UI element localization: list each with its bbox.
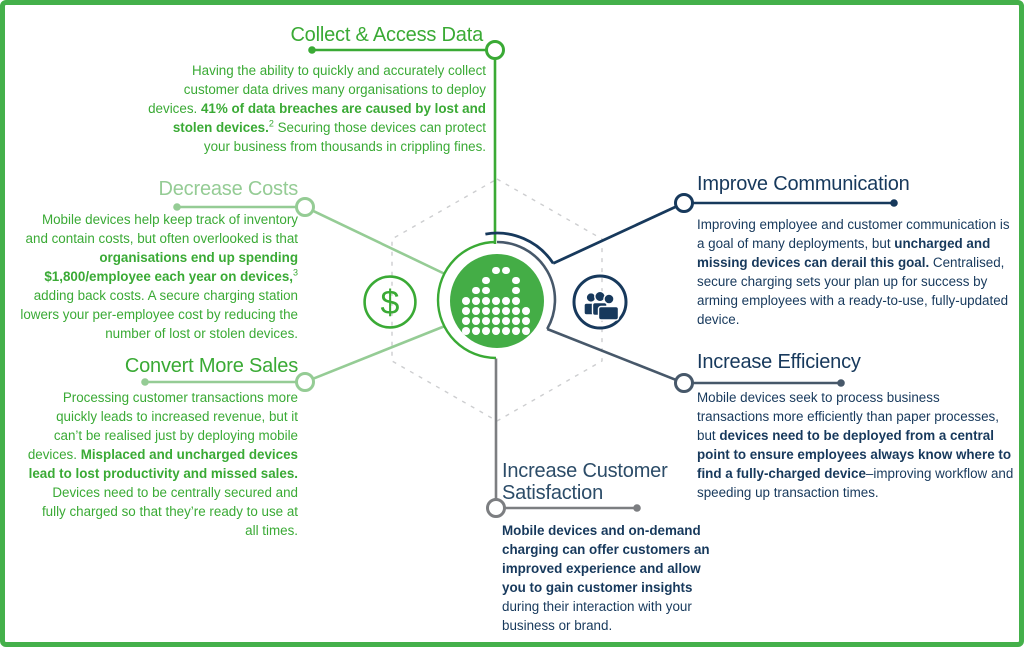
center-ring-green — [436, 240, 497, 360]
collect-end-dot — [308, 46, 316, 54]
dollar-icon: $ — [362, 274, 418, 335]
satisfaction-body: Mobile devices and on-demand charging ca… — [502, 523, 710, 633]
efficiency-diagonal-line — [546, 327, 677, 382]
people-icon — [571, 273, 629, 336]
improve-end-dot — [890, 199, 898, 207]
convert-body: Processing customer transactions more qu… — [27, 390, 298, 538]
improve-title: Improve Communication — [697, 173, 910, 195]
improve-body: Improving employee and customer communic… — [697, 217, 1010, 327]
convert-diagonal-line — [312, 324, 446, 381]
efficiency-end-dot — [837, 379, 845, 387]
decrease-title: Decrease Costs — [158, 178, 299, 200]
decrease-node — [295, 197, 315, 217]
convert-title: Convert More Sales — [124, 355, 298, 377]
improve-arc — [485, 231, 555, 265]
convert-node — [295, 372, 315, 392]
satisfaction-node — [486, 498, 506, 518]
collect-node — [485, 40, 505, 60]
improve-diagonal-line — [552, 205, 677, 265]
efficiency-node — [674, 373, 694, 393]
collect-title: Collect & Access Data — [290, 24, 483, 46]
satisfaction-end-dot — [633, 504, 641, 512]
efficiency-title: Increase Efficiency — [697, 351, 861, 373]
dollar-glyph: $ — [381, 284, 400, 322]
improve-node — [674, 193, 694, 213]
decrease-end-dot — [173, 203, 181, 211]
decrease-body: Mobile devices help keep track of invent… — [20, 212, 298, 341]
decrease-diagonal-line — [312, 209, 446, 276]
charging-station-icon — [461, 266, 531, 335]
satisfaction-title: Increase Customer Satisfaction — [502, 460, 668, 505]
collect-body: Having the ability to quickly and accura… — [148, 63, 486, 154]
efficiency-arc — [496, 240, 557, 330]
convert-end-dot — [141, 378, 149, 386]
efficiency-body: Mobile devices seek to process business … — [697, 390, 1014, 500]
